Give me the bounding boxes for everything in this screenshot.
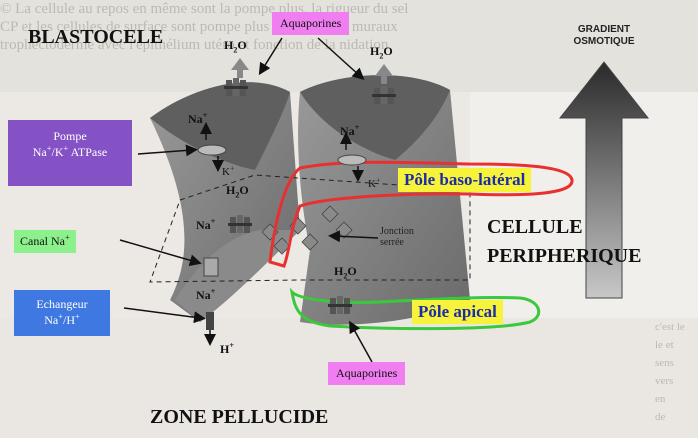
- na-ion-label: Na+: [196, 217, 216, 232]
- bg-line: vers: [655, 375, 674, 387]
- h2o-label: H2O: [226, 183, 249, 200]
- junction-dashed-box: [149, 174, 471, 283]
- pompe-line-2: Na+/K+ ATPase: [32, 144, 108, 159]
- na-ion-label: Na+: [188, 111, 208, 126]
- pointer-aquaporines-left: [258, 37, 283, 76]
- h2o-label: H2O: [224, 38, 247, 55]
- pointer-aquaporines-bottom: [349, 320, 373, 363]
- aquaporines-bottom-box: Aquaporines: [328, 362, 406, 385]
- echangeur-line-2: Na+/H+: [44, 312, 80, 327]
- bg-line: trophectoderme avec l'épithélium utéro e…: [0, 37, 389, 53]
- gradient-line-2: OSMOTIQUE: [573, 36, 635, 47]
- echangeur-box: Echangeur Na+/H+: [14, 290, 110, 336]
- pointer-echangeur: [123, 307, 206, 324]
- h2o-label: H2O: [334, 264, 357, 281]
- pompe-box: Pompe Na+/K+ ATPase: [8, 120, 132, 186]
- red-outline-baso-lateral: [268, 160, 574, 268]
- na-ion-label: Na+: [196, 287, 216, 302]
- canal-icon: [203, 257, 219, 277]
- na-ion-label: Na+: [340, 123, 360, 138]
- h-ion-label: H+: [220, 341, 235, 356]
- h2o-arrow-icon: [231, 58, 393, 84]
- k-ion-label: K+: [368, 175, 381, 190]
- left-cell: [150, 82, 300, 322]
- peripherique-label: PERIPHERIQUE: [487, 245, 642, 267]
- k-ion-label: K+: [222, 163, 235, 178]
- aquaporine-icon: [328, 296, 352, 314]
- gradient-osmotique-label: GRADIENT OSMOTIQUE: [556, 24, 652, 48]
- pompe-icon: [337, 154, 367, 166]
- pointer-aquaporines-right: [317, 37, 365, 81]
- bg-line: en: [655, 393, 666, 405]
- pole-apical-box: Pôle apical: [412, 300, 503, 324]
- blastocele-label: BLASTOCELE: [28, 26, 164, 48]
- green-outline-apical: [289, 287, 541, 331]
- echangeur-line-1: Echangeur: [36, 297, 88, 311]
- pointer-canal: [119, 239, 202, 267]
- bg-line: le et: [655, 339, 674, 351]
- bg-line: sens: [655, 357, 674, 369]
- jonction-serree-label: Jonction serrée: [380, 226, 414, 248]
- bg-line: de: [655, 411, 666, 423]
- bg-line: c'est le: [655, 321, 685, 333]
- canal-na-box: Canal Na+: [14, 230, 76, 253]
- h2o-label: H2O: [370, 44, 393, 61]
- pointer-pompe: [137, 144, 198, 157]
- gradient-osmotique-arrow: [558, 61, 650, 299]
- aquaporine-icon: [228, 215, 252, 233]
- right-panel: [470, 92, 698, 318]
- aquaporines-top-box: Aquaporines: [272, 12, 350, 35]
- cellule-label: CELLULE: [487, 216, 583, 238]
- pompe-icon: [197, 144, 227, 156]
- zone-pellucide-label: ZONE PELLUCIDE: [150, 406, 329, 428]
- pole-baso-lateral-box: Pôle baso-latéral: [398, 168, 532, 192]
- pompe-line-1: Pompe: [53, 129, 87, 143]
- aquaporine-icon: [372, 86, 396, 104]
- gradient-line-1: GRADIENT: [577, 24, 631, 35]
- echangeur-icon: [206, 312, 214, 330]
- pointer-jonction: [328, 230, 379, 243]
- aquaporine-icon: [224, 78, 248, 96]
